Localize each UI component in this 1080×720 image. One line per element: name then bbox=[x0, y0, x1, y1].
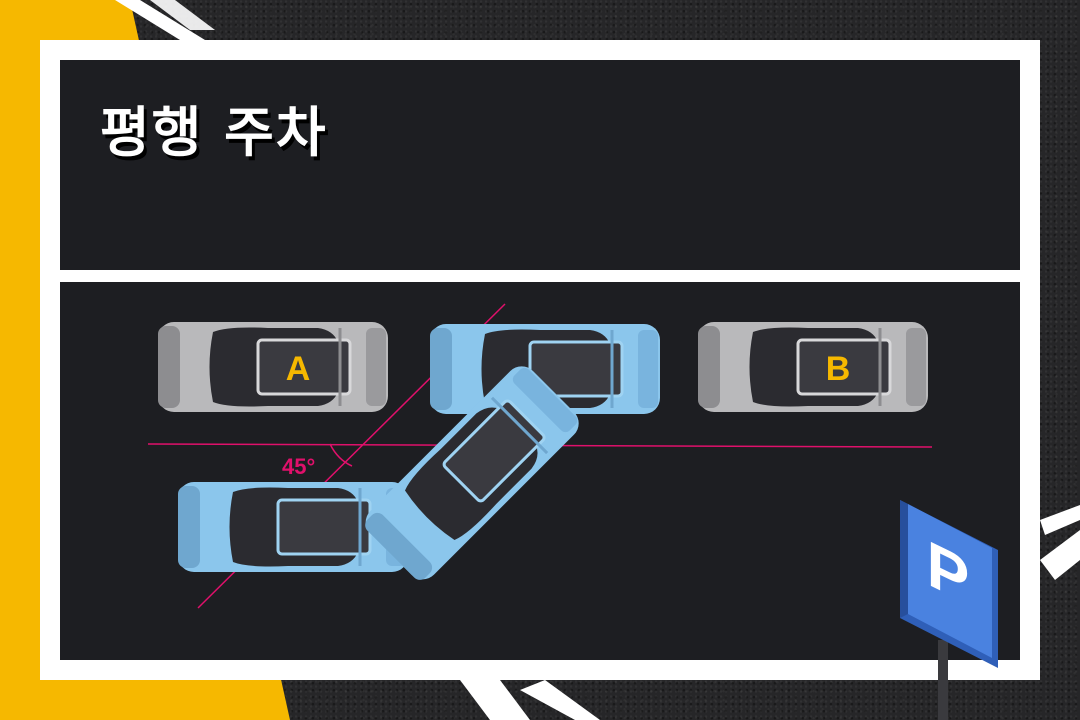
car-b-label: B bbox=[826, 350, 851, 388]
parked-car-a: A bbox=[156, 320, 390, 414]
parking-diagram: A B 45° bbox=[147, 303, 933, 609]
title-panel: 평행 주차 bbox=[60, 60, 1020, 270]
diagram-panel: A B 45° bbox=[60, 282, 1020, 660]
car-a-label: A bbox=[286, 350, 311, 388]
road-marking-bottom bbox=[460, 680, 530, 720]
angle-arc bbox=[329, 443, 353, 467]
white-frame: 평행 주차 bbox=[40, 40, 1040, 680]
road-marking-top-left bbox=[115, 0, 205, 40]
page-title: 평행 주차 bbox=[100, 101, 328, 164]
angle-label: 45° bbox=[282, 454, 315, 479]
road-marking-right bbox=[1040, 530, 1080, 580]
sign-pole bbox=[938, 640, 948, 720]
parking-sign-icon: P bbox=[900, 500, 998, 720]
parked-car-b: B bbox=[696, 320, 930, 414]
